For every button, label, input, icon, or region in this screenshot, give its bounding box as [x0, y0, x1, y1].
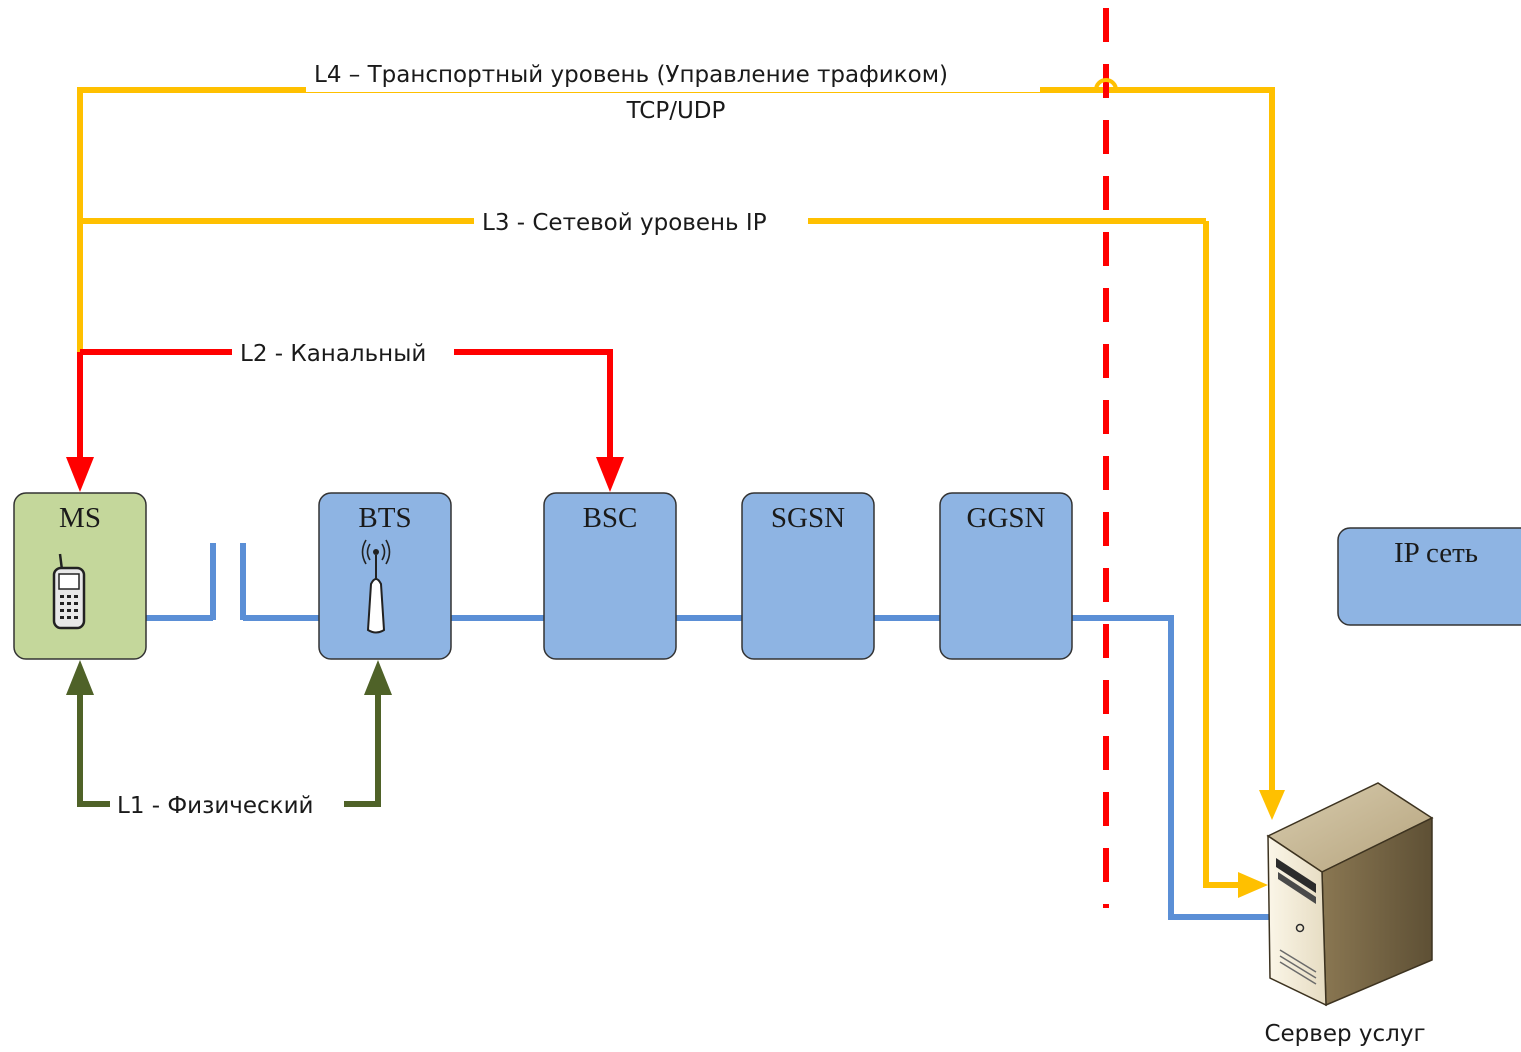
layer-l2-label-group: L2 - Канальный: [232, 337, 454, 369]
l2-arrow-bsc: [596, 457, 624, 492]
node-sgsn[interactable]: SGSN: [742, 493, 874, 659]
node-ms-label: MS: [59, 502, 101, 534]
node-bsc[interactable]: BSC: [544, 493, 676, 659]
l1-arrow-bts: [364, 660, 392, 695]
l2-arrow-ms: [66, 457, 94, 492]
server-label: Сервер услуг: [1264, 1021, 1425, 1047]
server-tower-icon[interactable]: [1268, 783, 1432, 1005]
node-sgsn-label: SGSN: [771, 502, 845, 534]
node-ggsn[interactable]: GGSN: [940, 493, 1072, 659]
node-ip-network[interactable]: IP сеть: [1338, 528, 1521, 625]
layer-l1-connector: [66, 660, 392, 804]
l4-arrow-server: [1259, 790, 1285, 820]
layer-l4-label: L4 – Транспортный уровень (Управление тр…: [314, 62, 948, 88]
layer-l2-label: L2 - Канальный: [240, 341, 426, 367]
layer-l1-label: L1 - Физический: [117, 793, 313, 819]
l3-arrow-server: [1238, 872, 1268, 898]
layer-l2-connector: [66, 352, 624, 492]
node-bsc-label: BSC: [583, 502, 638, 534]
layer-l3-label: L3 - Сетевой уровень IP: [482, 210, 767, 236]
node-ip-network-label: IP сеть: [1394, 537, 1478, 569]
layer-l4-sublabel: TCP/UDP: [626, 98, 726, 124]
link-ggsn-server: [1072, 618, 1272, 917]
node-ggsn-label: GGSN: [967, 502, 1046, 534]
layer-l4-label-group: L4 – Транспортный уровень (Управление тр…: [306, 60, 1040, 124]
node-bts-label: BTS: [358, 502, 411, 534]
l1-arrow-ms: [66, 660, 94, 695]
layer-l3-label-group: L3 - Сетевой уровень IP: [474, 206, 808, 238]
layer-l1-label-group: L1 - Физический: [110, 789, 344, 821]
node-bts[interactable]: BTS: [319, 493, 451, 659]
layer-l4-connector: [80, 90, 1272, 790]
node-ms[interactable]: MS: [14, 493, 146, 659]
